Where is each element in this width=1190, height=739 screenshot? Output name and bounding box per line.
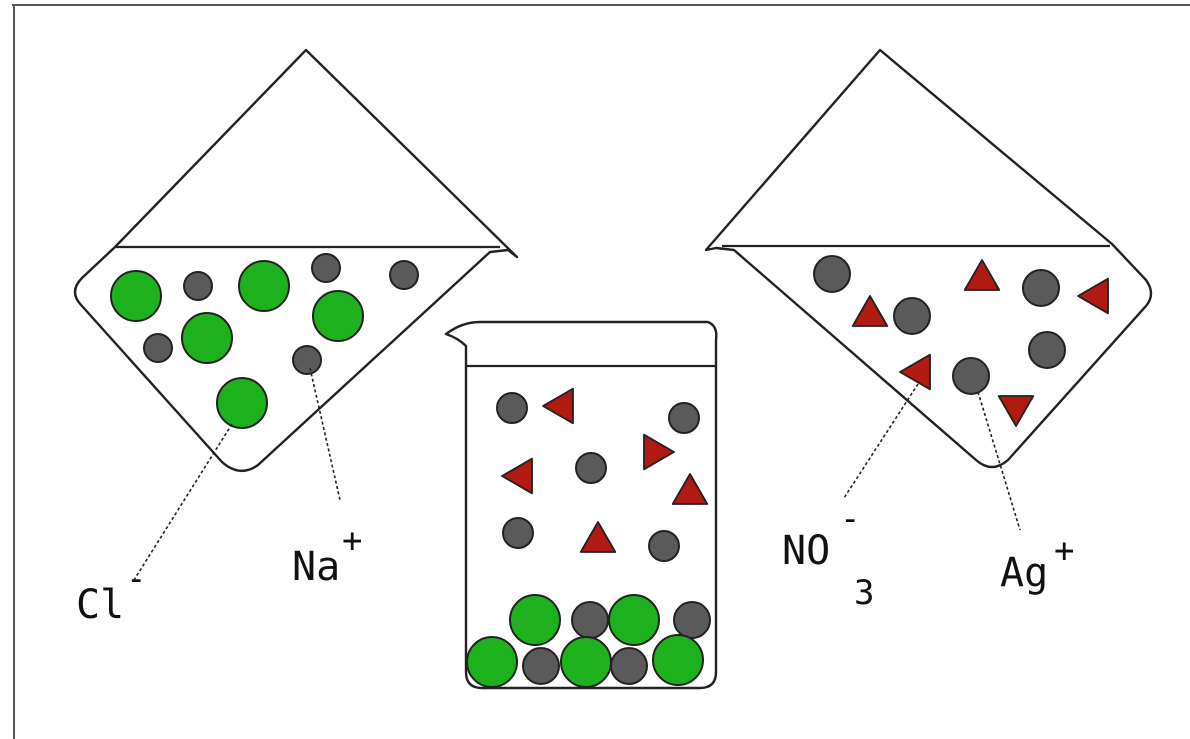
silver-ion <box>575 452 607 484</box>
left-chloride-ions <box>110 260 364 429</box>
sodium-label-base: Na <box>292 544 340 590</box>
precipitate-chloride-ion <box>509 594 561 646</box>
precipitate-silver-ion <box>610 647 648 685</box>
silver-ion <box>496 392 528 424</box>
chloride-leader-line <box>133 423 233 581</box>
nitrate-label: NO - 3 <box>782 499 874 613</box>
chloride-label-base: Cl <box>76 582 124 628</box>
silver-ion <box>648 530 680 562</box>
nitrate-label-charge: - <box>840 499 860 539</box>
chloride-label-charge: - <box>126 559 146 599</box>
center-silver-ions <box>496 392 700 562</box>
nitrate-ion <box>899 353 931 391</box>
precipitate-chloride-ion <box>466 636 518 688</box>
sodium-ion <box>389 260 419 290</box>
left-beaker-outline <box>73 48 519 472</box>
right-beaker <box>704 48 1153 469</box>
silver-label-charge: + <box>1054 531 1074 571</box>
silver-ion <box>668 402 700 434</box>
silver-ion <box>813 255 851 293</box>
silver-label: Ag + <box>1000 531 1074 596</box>
nitrate-ion <box>1077 277 1109 315</box>
nitrate-ion <box>579 521 617 553</box>
silver-chloride-precipitate <box>466 594 711 688</box>
nitrate-ion <box>997 395 1035 427</box>
precipitate-chloride-ion <box>608 594 660 646</box>
silver-ion <box>502 517 534 549</box>
precipitate-chloride-ion <box>560 636 612 688</box>
silver-ion <box>893 297 931 335</box>
nitrate-ion <box>851 295 889 327</box>
chloride-ion <box>110 270 162 322</box>
chloride-ion <box>181 312 233 364</box>
silver-ion <box>1022 269 1060 307</box>
sodium-ion <box>143 333 173 363</box>
sodium-ion <box>183 271 213 301</box>
chloride-ion <box>238 260 290 312</box>
sodium-ion <box>292 345 322 375</box>
chloride-ion <box>312 290 364 342</box>
nitrate-ion <box>963 259 1001 291</box>
nitrate-ion <box>542 387 574 425</box>
center-nitrate-ions <box>501 387 709 553</box>
silver-leader-line <box>977 391 1021 531</box>
nitrate-ion <box>501 457 533 495</box>
nitrate-label-subscript: 3 <box>854 573 874 613</box>
nitrate-label-base: NO <box>782 528 830 574</box>
silver-ion <box>1028 331 1066 369</box>
right-beaker-outline <box>704 48 1153 469</box>
chloride-label: Cl - <box>76 559 146 628</box>
left-sodium-ions <box>143 253 419 375</box>
sodium-label: Na + <box>292 521 362 590</box>
precipitate-silver-ion <box>673 601 711 639</box>
silver-ion <box>952 357 990 395</box>
nitrate-ion <box>643 433 675 471</box>
chloride-ion <box>216 377 268 429</box>
precipitate-silver-ion <box>522 647 560 685</box>
sodium-leader-line <box>309 367 341 501</box>
precipitate-chloride-ion <box>652 634 704 686</box>
sodium-ion <box>311 253 341 283</box>
right-nitrate-ions <box>851 259 1109 427</box>
center-beaker <box>444 320 718 690</box>
nitrate-ion <box>671 473 709 505</box>
sodium-label-charge: + <box>342 521 362 561</box>
precipitate-silver-ion <box>571 601 609 639</box>
left-beaker <box>73 48 519 472</box>
right-silver-ions <box>813 255 1066 395</box>
silver-label-base: Ag <box>1000 550 1048 596</box>
nitrate-leader-line <box>843 383 919 499</box>
